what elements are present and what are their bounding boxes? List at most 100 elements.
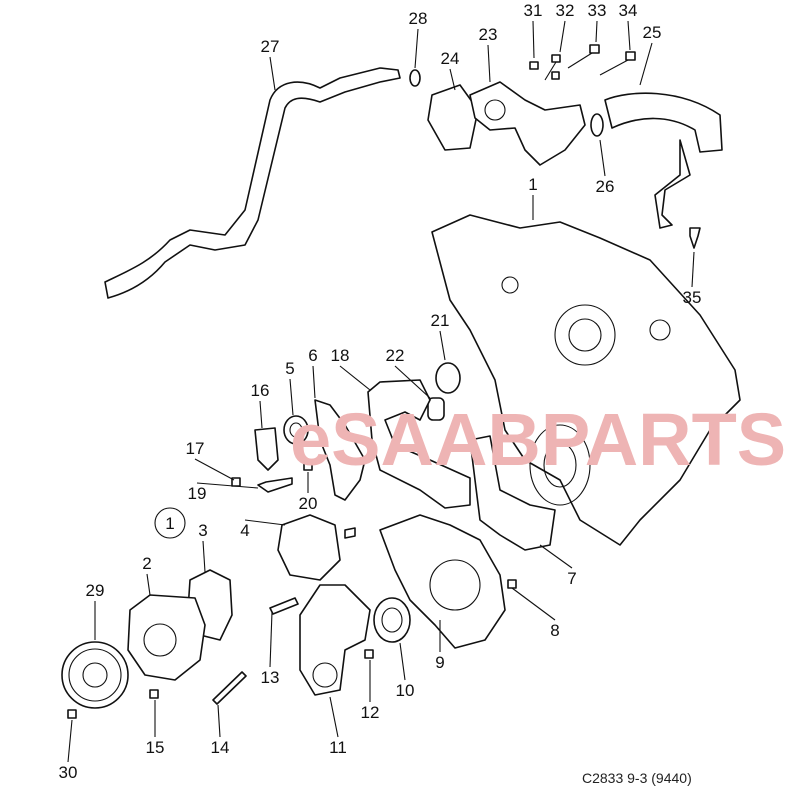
callout-number: 9 (435, 653, 444, 672)
o-ring-26 (590, 113, 604, 137)
seal-5 (283, 415, 309, 445)
callout-number: 30 (59, 763, 78, 782)
callout-number: 28 (409, 9, 428, 28)
callout-22: 22 (386, 346, 431, 399)
leader-line (511, 587, 556, 621)
leader-line (394, 365, 431, 399)
callout-30: 30 (59, 719, 78, 782)
leader-line (627, 20, 631, 51)
leader-line (399, 642, 406, 681)
callout-4: 4 (240, 519, 286, 540)
seal-10 (373, 597, 411, 643)
callout-number: 23 (479, 25, 498, 44)
leader-line (449, 68, 456, 91)
bracket-6 (314, 399, 366, 501)
callout-number: 29 (86, 581, 105, 600)
water-pipe-18 (367, 379, 471, 509)
callout-16: 16 (251, 381, 270, 429)
callout-number: 18 (331, 346, 350, 365)
leader-line (639, 42, 653, 86)
leader-line (269, 56, 276, 91)
callout-31: 31 (524, 1, 543, 59)
leader-line (269, 611, 273, 668)
callout-33: 33 (588, 1, 607, 43)
callout-23: 23 (479, 25, 498, 83)
callout-circle (154, 507, 186, 539)
callout-number: 33 (588, 1, 607, 20)
callout-7: 7 (539, 544, 577, 588)
bolt-35 (689, 227, 701, 249)
tensioner-11 (299, 584, 371, 696)
callout-21: 21 (431, 311, 450, 361)
callout-19: 19 (188, 482, 259, 503)
callout-20: 20 (299, 472, 318, 513)
callout-29: 29 (86, 581, 105, 640)
callout-3: 3 (198, 521, 208, 573)
callout-number: 2 (142, 554, 151, 573)
leader-line (439, 330, 446, 361)
callout-13: 13 (261, 611, 280, 687)
callout-number: 16 (251, 381, 270, 400)
callout-number: 11 (329, 738, 347, 757)
bolts-31-34 (529, 44, 636, 81)
callout-number: 20 (299, 494, 318, 513)
water-pump-2 (127, 594, 206, 681)
bolts-17-19-20 (231, 461, 313, 493)
callout-number: 31 (524, 1, 543, 20)
leader-line (67, 719, 73, 763)
callout-17: 17 (186, 439, 235, 481)
callout-number: 25 (643, 23, 662, 42)
leader-line (194, 458, 235, 481)
callout-number: 8 (550, 621, 559, 640)
callout-number: 13 (261, 668, 280, 687)
callout-9: 9 (435, 620, 445, 672)
callout-1: 1 (154, 507, 186, 539)
callout-26: 26 (596, 139, 615, 196)
seal-22 (427, 397, 445, 421)
thermostat-housing-23 (469, 81, 586, 166)
leader-line (487, 44, 491, 83)
bracket-7 (469, 435, 556, 551)
callout-8: 8 (511, 587, 560, 640)
callout-number: 3 (198, 521, 207, 540)
callout-number: 4 (240, 521, 249, 540)
callout-18: 18 (331, 346, 371, 391)
leader-line (559, 20, 566, 53)
timing-cover-1 (431, 214, 741, 546)
leader-line (599, 139, 606, 177)
coolant-pipe-25 (604, 92, 723, 229)
leader-line (202, 540, 206, 573)
callout-35: 35 (683, 251, 702, 307)
leader-line (217, 704, 221, 738)
leader-line (259, 400, 263, 429)
callout-number: 21 (431, 311, 450, 330)
leader-line (312, 365, 316, 399)
callout-number: 22 (386, 346, 405, 365)
bolts-misc (67, 527, 517, 719)
callout-number: 34 (619, 1, 638, 20)
diagram-caption: C2833 9-3 (9440) (582, 770, 692, 786)
callout-25: 25 (639, 23, 662, 86)
callout-15: 15 (146, 700, 164, 757)
o-ring-21 (435, 362, 461, 394)
callout-number: 32 (556, 1, 575, 20)
callout-number: 6 (308, 346, 317, 365)
callout-34: 34 (619, 1, 638, 51)
callout-6: 6 (308, 346, 318, 399)
leader-line (414, 28, 419, 69)
leader-line (539, 544, 573, 569)
pulley-29 (61, 641, 129, 709)
cover-9 (379, 514, 506, 649)
callout-number: 26 (596, 177, 615, 196)
leader-line (532, 20, 535, 59)
leader-line (329, 696, 339, 738)
leader-line (196, 482, 259, 489)
callout-2: 2 (142, 554, 152, 596)
callout-number: 5 (285, 359, 294, 378)
callout-number: 24 (441, 49, 460, 68)
callout-number: 35 (683, 288, 702, 307)
leader-line (244, 519, 286, 526)
callout-number: 1 (528, 175, 537, 194)
